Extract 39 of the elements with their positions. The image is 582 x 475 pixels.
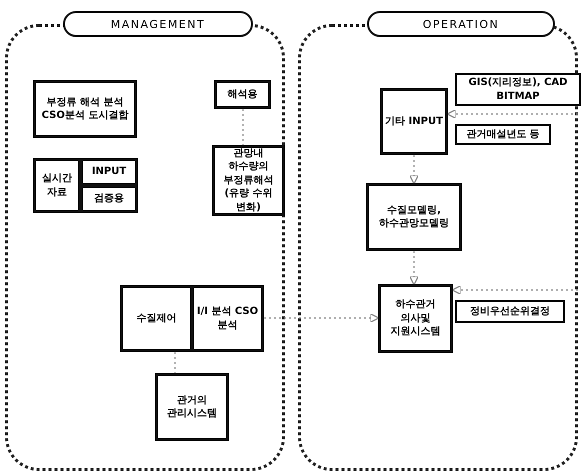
panel-heading: OPERATION [367,11,555,37]
box-text: 하수관거 의사및 지원시스템 [390,298,442,340]
panel-heading: MANAGEMENT [63,11,253,37]
connector-line [174,352,176,373]
process-box [33,158,81,213]
process-box [155,373,229,441]
process-box [366,183,462,251]
box-text: INPUT [90,165,128,180]
process-box [455,124,551,145]
arrow [409,251,419,286]
box-text: 해석용 [226,88,258,102]
box-text: 관망내 하수량의 부정류해석 (유량 수위 변화) [222,146,274,215]
process-box [191,285,264,352]
process-box [80,185,138,213]
arrow [446,109,578,119]
box-text: 부정류 해석 분석 CSO분석 도시결합 [40,96,130,123]
process-box [378,284,453,353]
box-text: GIS(지리정보), CAD BITMAP [468,76,568,104]
box-text: 검증용 [93,192,125,206]
process-box [33,80,137,138]
box-text: 수질모델링, 하수관망모델링 [378,204,450,231]
arrow [264,313,380,323]
box-text: 실시간 자료 [41,172,73,200]
process-box [380,88,448,155]
process-box [80,158,138,186]
arrow [409,155,419,184]
process-box [455,73,581,106]
connector-line [242,109,244,145]
box-text: I/I 분석 CSO 분석 [196,305,260,332]
box-text: 수질제어 [136,312,178,326]
process-box [120,285,193,352]
box-text: 정비우선순위결정 [469,304,551,319]
process-box [212,145,285,216]
arrow [452,285,578,295]
process-box [214,80,271,109]
process-box [455,300,565,323]
box-text: 기타 INPUT [384,114,444,129]
box-text: 관거의 관리시스템 [166,394,218,421]
box-text: 관거매설년도 등 [465,128,541,142]
